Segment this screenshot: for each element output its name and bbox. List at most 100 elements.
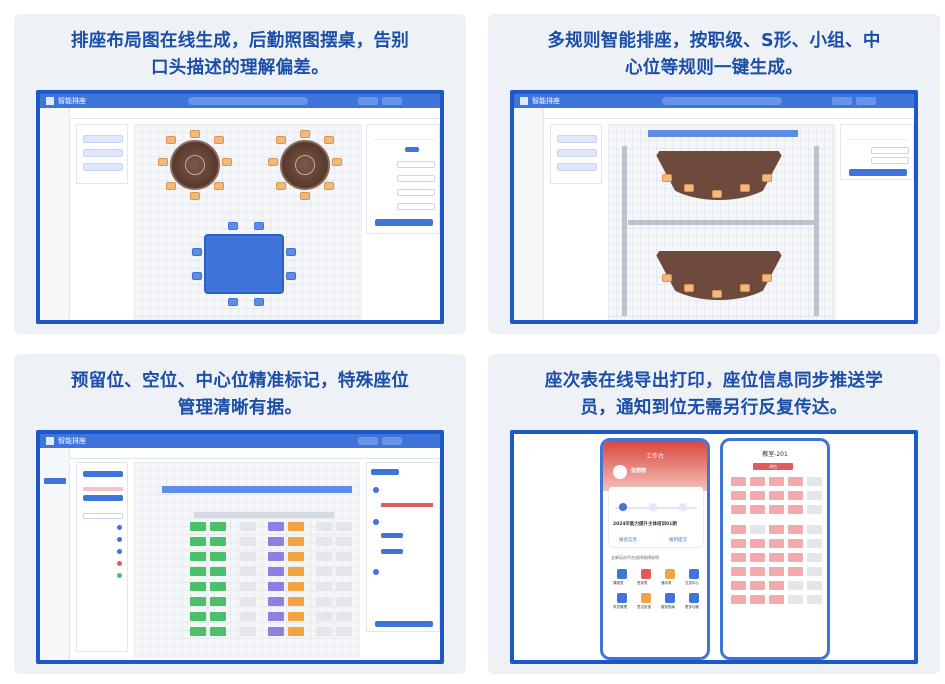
seat[interactable] [300, 130, 310, 138]
seat-cell[interactable] [788, 567, 803, 576]
stepper[interactable] [397, 189, 435, 196]
app-icon[interactable] [641, 593, 651, 603]
seat-cell[interactable] [268, 582, 284, 591]
seat-cell[interactable] [731, 491, 746, 500]
add-table-button[interactable] [83, 135, 123, 143]
seat-cell[interactable] [807, 525, 822, 534]
seat-cell[interactable] [336, 567, 352, 576]
seat-cell[interactable] [807, 477, 822, 486]
seat-cell[interactable] [731, 595, 746, 604]
seat-cell[interactable] [240, 567, 256, 576]
topbar-button[interactable] [358, 97, 378, 105]
seat-cell[interactable] [268, 627, 284, 636]
seat[interactable] [332, 158, 342, 166]
seat-cell[interactable] [750, 505, 765, 514]
seat-cell[interactable] [316, 597, 332, 606]
seat-cell[interactable] [731, 525, 746, 534]
seat[interactable] [190, 130, 200, 138]
seat-cell[interactable] [750, 477, 765, 486]
seat-cell[interactable] [769, 595, 784, 604]
app-icon[interactable] [665, 569, 675, 579]
topbar-button[interactable] [856, 97, 876, 105]
seat-cell[interactable] [788, 595, 803, 604]
seat[interactable] [190, 192, 200, 200]
seat-cell[interactable] [210, 582, 226, 591]
layout-canvas[interactable] [608, 124, 836, 320]
seat-cell[interactable] [807, 505, 822, 514]
topbar-search[interactable] [188, 97, 308, 105]
seat-cell[interactable] [788, 525, 803, 534]
app-icon[interactable] [617, 569, 627, 579]
seat-cell[interactable] [210, 627, 226, 636]
app-icon[interactable] [665, 593, 675, 603]
add-stage-button[interactable] [83, 163, 123, 171]
sidebar-item[interactable] [44, 458, 66, 464]
seat-cell[interactable] [769, 567, 784, 576]
seat[interactable] [762, 174, 772, 182]
seat-cell[interactable] [807, 491, 822, 500]
seat[interactable] [324, 182, 334, 190]
seat-cell[interactable] [268, 612, 284, 621]
seat-cell[interactable] [336, 597, 352, 606]
seat-cell[interactable] [336, 582, 352, 591]
seat-cell[interactable] [807, 567, 822, 576]
confirm-button[interactable] [375, 219, 433, 226]
seat-cell[interactable] [769, 553, 784, 562]
seat-cell[interactable] [268, 597, 284, 606]
sidebar-item[interactable] [44, 148, 66, 154]
app-icon[interactable] [689, 593, 699, 603]
add-seat-button[interactable] [83, 149, 123, 157]
sidebar-item[interactable] [44, 290, 66, 296]
round-table[interactable] [280, 140, 330, 190]
seat-cell[interactable] [316, 582, 332, 591]
layout-canvas[interactable] [134, 124, 362, 320]
seat-cell[interactable] [769, 581, 784, 590]
stepper[interactable] [397, 161, 435, 168]
seat[interactable] [684, 184, 694, 192]
stepper[interactable] [397, 203, 435, 210]
seat[interactable] [324, 136, 334, 144]
seat-cell[interactable] [210, 612, 226, 621]
seat-cell[interactable] [316, 567, 332, 576]
seat-cell[interactable] [788, 539, 803, 548]
seat[interactable] [192, 272, 202, 280]
rule-button[interactable] [557, 149, 597, 157]
seat-cell[interactable] [240, 537, 256, 546]
seat[interactable] [166, 136, 176, 144]
seat[interactable] [228, 298, 238, 306]
seat-cell[interactable] [190, 627, 206, 636]
mark-button[interactable] [381, 549, 403, 554]
seat-cell[interactable] [750, 525, 765, 534]
seat-cell[interactable] [190, 567, 206, 576]
round-table[interactable] [170, 140, 220, 190]
square-table[interactable] [204, 234, 284, 294]
seat[interactable] [286, 272, 296, 280]
stepper[interactable] [871, 147, 909, 154]
sidebar-item[interactable] [44, 280, 66, 286]
sidebar-item[interactable] [44, 158, 66, 164]
seat[interactable] [740, 284, 750, 292]
topbar-search[interactable] [662, 97, 782, 105]
seat-cell[interactable] [288, 537, 304, 546]
seat-cell[interactable] [731, 581, 746, 590]
sidebar-item[interactable] [44, 300, 66, 306]
seat-cell[interactable] [268, 537, 284, 546]
app-icon[interactable] [641, 569, 651, 579]
seat-cell[interactable] [190, 597, 206, 606]
seat-cell[interactable] [807, 595, 822, 604]
sidebar-item[interactable] [44, 118, 66, 124]
app-icon[interactable] [617, 593, 627, 603]
seat[interactable] [214, 182, 224, 190]
seat[interactable] [268, 158, 278, 166]
stage-bar[interactable] [162, 486, 352, 493]
panel-button[interactable] [83, 471, 123, 477]
sidebar-item[interactable] [518, 148, 540, 154]
seat-cell[interactable] [769, 491, 784, 500]
seat-cell[interactable] [336, 522, 352, 531]
seat-cell[interactable] [788, 477, 803, 486]
stepper[interactable] [397, 175, 435, 182]
seat-cell[interactable] [190, 552, 206, 561]
seat-cell[interactable] [240, 597, 256, 606]
seat-cell[interactable] [336, 552, 352, 561]
seat-cell[interactable] [336, 627, 352, 636]
